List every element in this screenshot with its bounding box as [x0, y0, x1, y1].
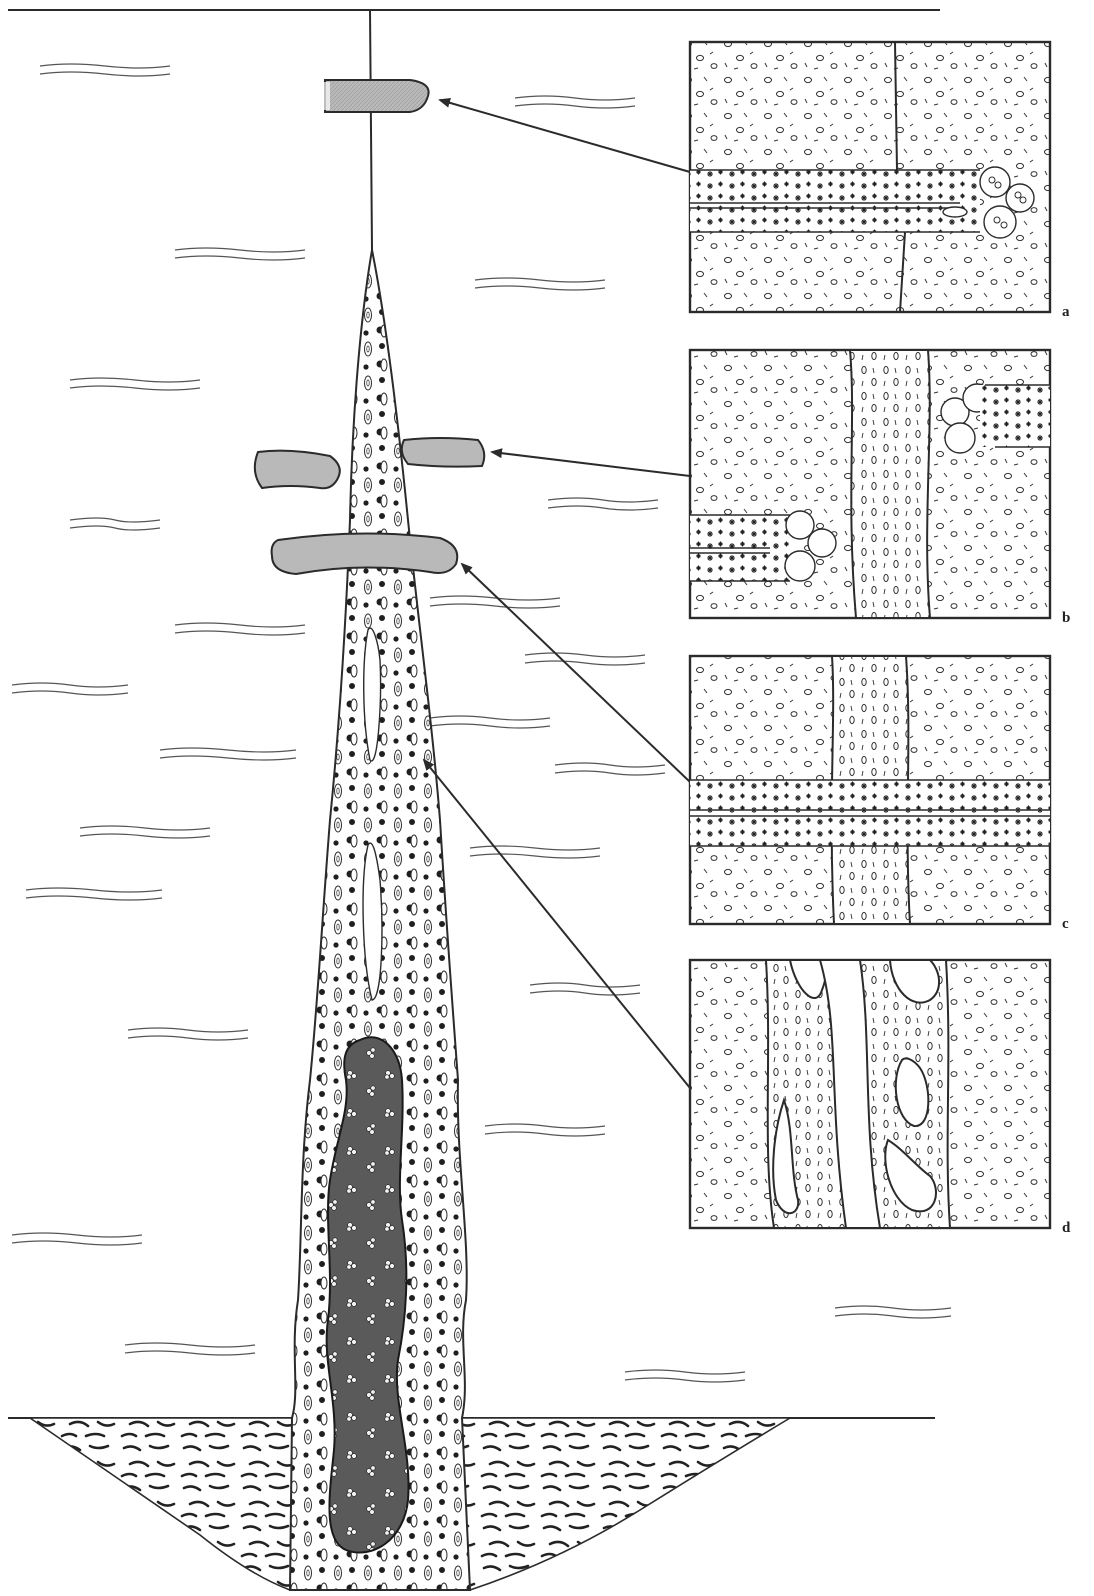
bone-plate-wide: [272, 533, 458, 574]
bone-plate-right: [402, 438, 485, 467]
arrow-b: [492, 452, 690, 476]
column-inner-space-upper: [364, 628, 381, 761]
leader-arrows: [424, 100, 690, 1088]
fibrous-band-b: [850, 350, 930, 618]
panel-label-a: a: [1062, 304, 1070, 320]
panel-label-c: c: [1062, 916, 1069, 932]
bone-plate-left: [255, 451, 340, 489]
inset-panel-b: b: [690, 350, 1070, 626]
arrow-d: [424, 760, 690, 1088]
arrow-c: [462, 564, 690, 782]
inset-panel-c: c: [690, 656, 1069, 932]
inset-panel-a: a: [690, 42, 1070, 320]
panel-label-d: d: [1062, 1220, 1071, 1236]
arrow-a: [440, 100, 690, 172]
bone-plate-top: [325, 80, 429, 112]
main-column: [290, 10, 470, 1590]
panel-label-b: b: [1062, 610, 1070, 626]
inset-panel-d: d: [690, 960, 1071, 1236]
